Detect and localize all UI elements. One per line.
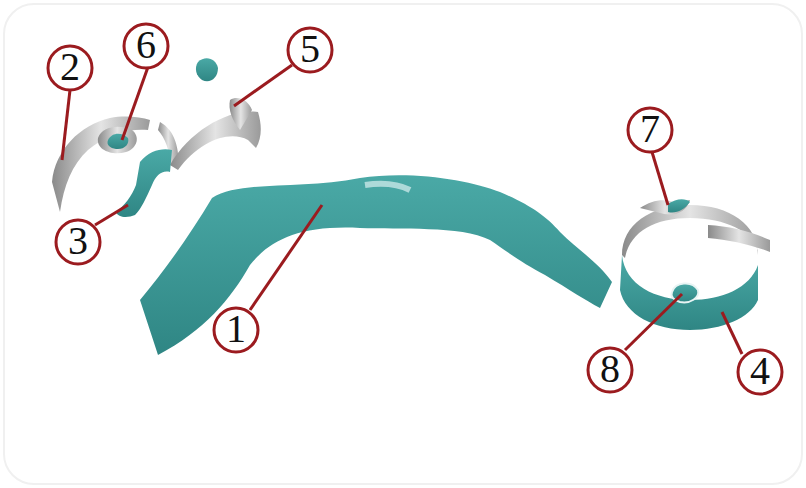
callout-number: 1 — [214, 307, 258, 351]
teal-flap — [668, 199, 690, 212]
frame — [4, 4, 802, 484]
callout-number: 8 — [588, 347, 632, 391]
teal-loop — [107, 134, 128, 149]
teal-knob — [196, 58, 218, 81]
teal-ring — [620, 255, 758, 330]
callout-circle — [56, 220, 100, 264]
leader-line — [722, 312, 742, 354]
callout-circle — [738, 350, 782, 394]
callout-number: 5 — [288, 27, 332, 71]
leader-line — [122, 67, 148, 140]
callout-circle — [628, 108, 672, 152]
callout-number: 3 — [56, 219, 100, 263]
grey-ribbon — [170, 112, 261, 170]
callout-circle — [214, 308, 258, 352]
callout-number: 4 — [738, 349, 782, 393]
callout-circle — [48, 46, 92, 90]
grey-flap — [640, 200, 690, 214]
leader-line — [95, 205, 128, 225]
leader-line — [250, 205, 322, 310]
callout-number: 7 — [628, 107, 672, 151]
leader-lines — [62, 65, 742, 354]
callout-circle — [588, 348, 632, 392]
leader-line — [652, 152, 668, 205]
callout-number: 2 — [48, 45, 92, 89]
leader-line — [62, 90, 70, 160]
ribbon-surface — [140, 175, 612, 355]
callout-circle — [124, 24, 168, 68]
callout-number: 6 — [124, 23, 168, 67]
callout-circles — [48, 24, 782, 394]
grey-loop — [98, 127, 137, 154]
callout-circle — [288, 28, 332, 72]
highlight — [365, 184, 410, 190]
grey-ring — [708, 225, 770, 252]
leader-line — [234, 65, 292, 106]
leader-line — [625, 294, 682, 350]
